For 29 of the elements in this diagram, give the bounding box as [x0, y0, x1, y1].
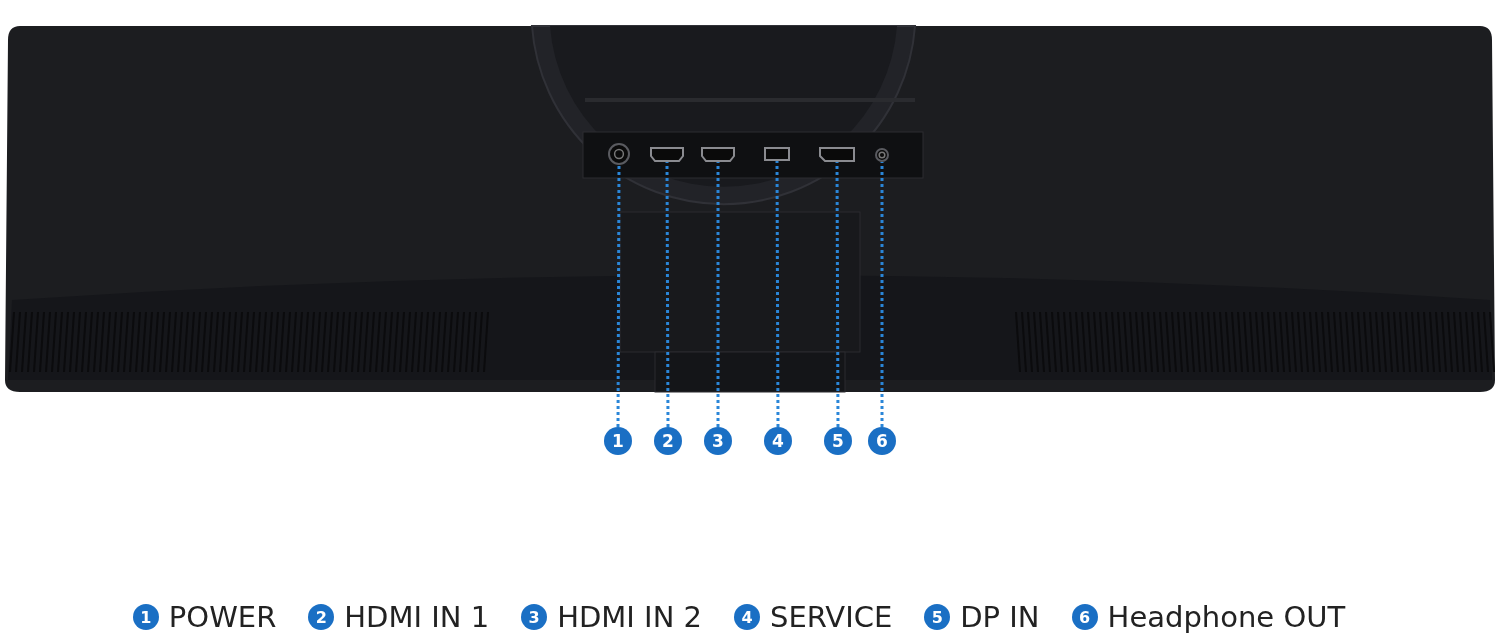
leader-line — [665, 162, 670, 427]
callout-number: 3 — [704, 427, 732, 455]
callout-number: 5 — [924, 604, 951, 630]
callout-number: 2 — [654, 427, 682, 455]
leader-line — [616, 165, 621, 427]
leader-line — [835, 162, 840, 427]
displayport-icon — [819, 147, 855, 162]
callout-number: 4 — [764, 427, 792, 455]
port-label: DP IN — [960, 600, 1040, 634]
callout-number: 5 — [824, 427, 852, 455]
port-label: HDMI IN 2 — [557, 600, 702, 634]
callout-number: 6 — [1071, 604, 1098, 630]
hdmi-port-icon — [701, 147, 735, 162]
port-label: SERVICE — [770, 600, 893, 634]
leader-line — [775, 161, 780, 427]
hdmi-port-icon — [650, 147, 684, 162]
callout-number: 3 — [521, 604, 548, 630]
callout-number: 6 — [868, 427, 896, 455]
leader-line — [880, 162, 884, 427]
leader-line — [716, 162, 720, 427]
port-label: Headphone OUT — [1107, 600, 1346, 634]
port-label: HDMI IN 1 — [344, 600, 490, 634]
callout-number: 1 — [604, 427, 632, 455]
port-label: POWER — [168, 600, 277, 634]
callout-number: 4 — [734, 604, 760, 630]
callout-number: 2 — [308, 604, 335, 630]
headphone-jack-icon — [875, 148, 889, 162]
usb-port-icon — [764, 147, 790, 161]
callout-number: 1 — [132, 604, 159, 630]
